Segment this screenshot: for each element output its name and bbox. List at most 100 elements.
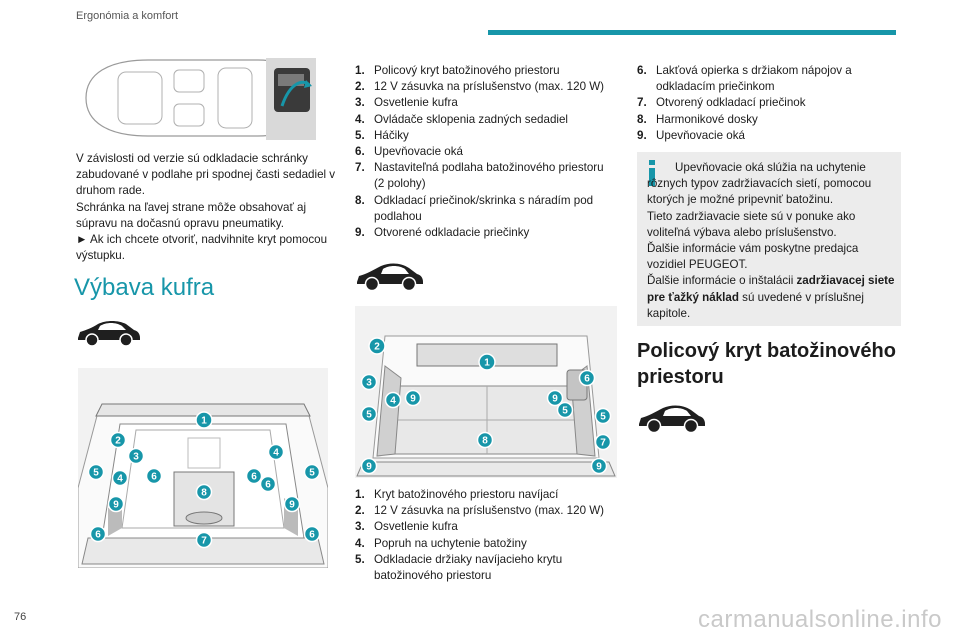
callout-label: 4 (390, 396, 396, 407)
list-item: 9. Upevňovacie oká (637, 128, 905, 144)
item-text: Osvetlenie kufra (374, 96, 458, 110)
callout-label: 3 (133, 452, 139, 463)
callout-label: 5 (93, 468, 99, 479)
item-text: Osvetlenie kufra (374, 520, 458, 534)
diagram2-callout: 1 (478, 353, 496, 371)
diagram2-callout: 5 (360, 405, 378, 423)
info-paragraph: Tieto zadržiavacie siete sú v ponuke ako… (647, 209, 856, 239)
diagram1-callout: 6 (145, 467, 163, 485)
list-item: 6. Upevňovacie oká (355, 144, 617, 160)
item-number: 2. (355, 80, 365, 94)
intro-instruction: ► Ak ich chcete otvoriť, nadvihnite kryt… (76, 233, 328, 263)
item-text: Upevňovacie oká (656, 128, 745, 142)
page-number: 76 (14, 611, 27, 623)
callout-label: 8 (201, 488, 207, 499)
header-accent-bar (488, 30, 896, 35)
watermark: carmanualsonline.info (698, 606, 942, 633)
item-text: Odkladacie držiaky navíjacieho krytu bat… (374, 552, 563, 583)
diagram1-callout: 6 (89, 525, 107, 543)
diagram2-callout: 9 (546, 389, 564, 407)
item-number: 8. (355, 193, 365, 207)
item-text: Háčiky (374, 128, 409, 142)
callout-label: 7 (600, 438, 606, 449)
callout-label: 5 (309, 468, 315, 479)
callout-label: 5 (600, 412, 606, 423)
section-title: Výbava kufra (74, 274, 215, 301)
diagram1-callout: 5 (87, 463, 105, 481)
callout-label: 9 (366, 462, 372, 473)
callout-label: 5 (562, 406, 568, 417)
diagram1-callout: 4 (111, 469, 129, 487)
item-text: 12 V zásuvka na príslušenstvo (max. 120 … (374, 504, 605, 518)
diagram2-callout: 3 (360, 373, 378, 391)
callout-label: 3 (366, 378, 372, 389)
list-item: 3.Osvetlenie kufra (355, 519, 617, 535)
callout-label: 5 (366, 410, 372, 421)
list-item: 8. Odkladací priečinok/skrinka s náradím … (355, 193, 617, 225)
item-text: Popruh na uchytenie batožiny (374, 536, 527, 550)
diagram1-callout: 8 (195, 483, 213, 501)
callout-label: 6 (265, 480, 271, 491)
car-silhouette-icon (639, 405, 705, 434)
list-item: 7.Nastaviteľná podlaha batožinového prie… (355, 160, 617, 192)
item-number: 6. (637, 64, 647, 77)
info-paragraph: Ďalšie informácie vám poskytne predajca … (647, 242, 859, 272)
diagram1-callout: 4 (267, 443, 285, 461)
item-number: 2. (355, 504, 365, 518)
list-item: 2. 12 V zásuvka na príslušenstvo (max. 12… (355, 503, 617, 519)
list-item: 5.Háčiky (355, 128, 617, 144)
callout-label: 6 (251, 472, 257, 483)
diagram1-callout: 6 (259, 475, 277, 493)
callout-label: 6 (95, 530, 101, 541)
diagram2-callout: 5 (594, 407, 612, 425)
item-number: 7. (355, 161, 365, 175)
callout-label: 4 (117, 474, 123, 485)
diagram2-callout: 4 (384, 391, 402, 409)
callout-label: 9 (289, 500, 295, 511)
diagram1-callout: 7 (195, 531, 213, 549)
car-top-view-illustration (78, 52, 318, 144)
item-number: 5. (355, 552, 365, 566)
info-box: Upevňovacie oká slúžia na uchytenie rôzn… (637, 152, 901, 326)
callout-label: 2 (115, 436, 121, 447)
callout-label: 1 (484, 358, 490, 369)
intro-paragraph: Schránka na ľavej strane môže obsahovať … (76, 200, 307, 230)
callout-label: 6 (584, 374, 590, 385)
item-text: Otvorené odkladacie priečinky (374, 226, 530, 240)
trunk-equipment-diagram-1: 1 2 3 4 5 5 6 6 4 6 8 9 9 6 7 6 (78, 368, 328, 568)
car-silhouette-icon (78, 321, 140, 347)
info-text: Ďalšie informácie o inštalácii (647, 274, 797, 288)
diagram2-callout: 9 (590, 457, 608, 475)
info-icon (649, 160, 655, 186)
item-text: Odkladací priečinok/skrinka s náradím po… (374, 193, 594, 223)
header-title: Ergonómia a komfort (76, 10, 179, 22)
diagram2-callout: 2 (368, 337, 386, 355)
diagram1-callout: 2 (109, 431, 127, 449)
callout-label: 6 (309, 530, 315, 541)
diagram1-callout: 1 (195, 411, 213, 429)
callout-label: 7 (201, 536, 207, 547)
diagram2-callout: 7 (594, 433, 612, 451)
list-item: 4. Popruh na uchytenie batožiny (355, 536, 617, 552)
diagram1-callout: 6 (245, 467, 263, 485)
item-text: Ovládače sklopenia zadných sedadiel (374, 112, 568, 126)
item-number: 9. (355, 226, 365, 240)
item-text: Upevňovacie oká (374, 145, 463, 159)
callout-label: 9 (596, 462, 602, 473)
list-item: 6.Lakťová opierka s držiakom nápojov a o… (637, 63, 905, 95)
item-number: 9. (637, 128, 647, 142)
item-number: 7. (637, 96, 647, 110)
list-item: 4.Ovládače sklopenia zadných sedadiel (355, 112, 617, 128)
item-number: 6. (355, 145, 365, 159)
equipment-list-2: 1. Kryt batožinového priestoru navíjací 2… (355, 487, 617, 584)
item-number: 4. (355, 536, 365, 550)
callout-label: 6 (151, 472, 157, 483)
item-text: Kryt batožinového priestoru navíjací (374, 488, 559, 501)
item-number: 1. (355, 64, 365, 77)
callout-label: 8 (482, 436, 488, 447)
list-item: 8.Harmonikové dosky (637, 112, 905, 128)
item-number: 1. (355, 488, 365, 501)
diagram2-callout: 9 (360, 457, 378, 475)
list-item: 9. Otvorené odkladacie priečinky (355, 225, 617, 241)
callout-label: 9 (113, 500, 119, 511)
